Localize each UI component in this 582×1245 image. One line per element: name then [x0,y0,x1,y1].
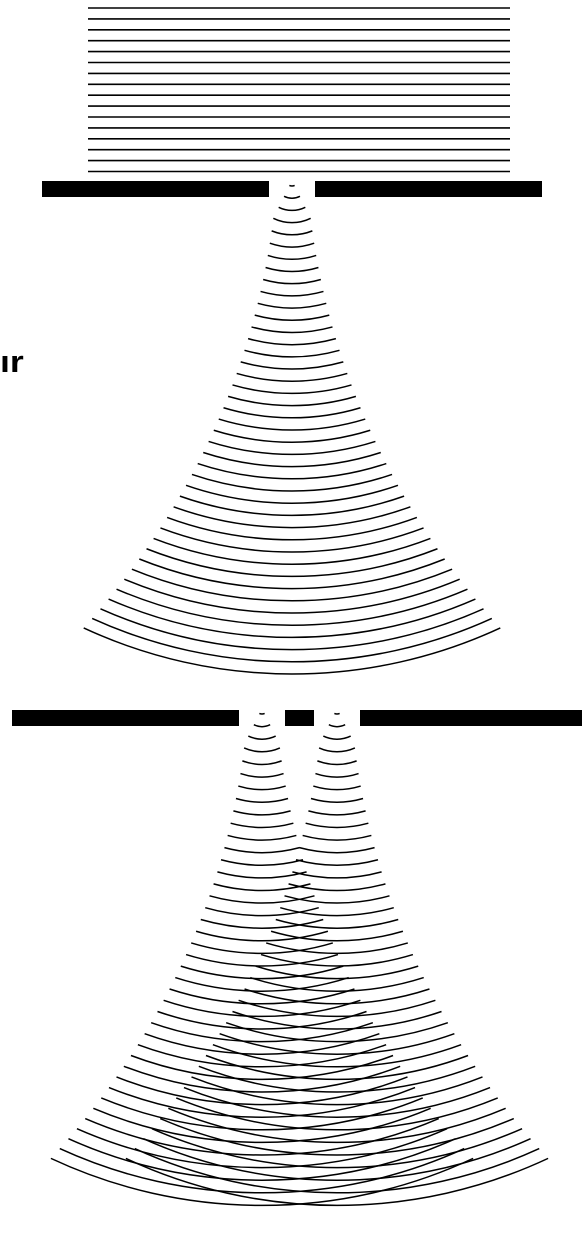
left-slit-wavefront-arc [214,884,311,891]
left-slit-wavefront-arc [244,748,280,752]
right-slit-wavefront-arc [315,774,358,777]
left-slit-wavefronts [51,713,473,1205]
left-slit-wavefront-arc [248,736,275,739]
left-slit-wavefront-arc [224,848,299,853]
single-slit-wavefront-arc [192,474,392,491]
barrier-two-left-segment [12,710,239,726]
right-slit-wavefront-arc [303,835,372,840]
single-slit-wavefront-arc [237,373,348,381]
right-slit-wavefront-arc [323,736,350,739]
single-slit-wavefront-arc [219,419,366,430]
right-slit-wavefront-arc [313,786,360,790]
single-slit-wavefront-arc [233,385,352,393]
left-slit-wavefront-arc [231,823,294,827]
right-slit-wavefront-arc [306,823,369,827]
right-slit-wavefronts [126,713,548,1205]
right-slit-wavefront-arc [329,725,345,727]
right-slit-wavefront-arc [334,713,339,714]
left-slit-wavefront-arc [242,761,281,765]
single-slit-wavefront-arc [272,231,313,235]
single-slit-wavefront-arc [252,327,333,332]
barrier-one-right-segment [315,181,542,197]
single-slit-wavefront-arc [241,362,344,369]
left-slit-wavefront-arc [259,713,264,714]
incident-plane-wavefronts [88,8,510,172]
right-slit-wavefront-arc [213,1045,461,1067]
left-slit-wavefront-arc [164,1000,361,1016]
single-slit-wavefront-arc [284,196,300,198]
right-slit-wavefront-arc [226,1023,448,1042]
single-slit-wavefront-arc [214,430,370,442]
right-slit-wavefront-arc [239,1000,436,1016]
left-slit-wavefront-arc [240,774,283,777]
left-slit-wavefront-arc [138,1045,386,1067]
single-slit-wavefront-arc [198,464,387,479]
right-slit-wavefront-arc [299,848,374,853]
single-slit-wavefront-arc [147,549,438,577]
right-slit-wavefront-arc [192,1077,483,1105]
single-slit-wavefront-arc [248,339,336,345]
single-slit-wavefront-arc [289,185,294,186]
single-slit-wavefront-arc [174,507,411,528]
single-slit-wavefront-arc [273,218,310,222]
single-slit-wavefront-arc [167,517,417,539]
single-slit-wavefront-arc [263,280,321,284]
single-slit-wavefront-arc [228,396,356,405]
right-slit-wavefront-arc [317,761,356,765]
single-slit-wavefront-arc [180,496,404,515]
barrier-two-center-segment [285,710,314,726]
left-slit-wavefront-arc [236,799,288,803]
single-slit-wavefront-arc [255,315,330,320]
left-slit-wavefront-arc [145,1034,380,1055]
left-slit-wavefront-arc [51,1158,473,1205]
right-slit-wavefront-arc [296,860,378,865]
single-slit-wavefront-arc [186,485,398,503]
double-slit-barrier [12,710,582,726]
barrier-one-left-segment [42,181,269,197]
left-slit-wavefront-arc [233,811,290,815]
left-slit-wavefront-arc [205,908,319,916]
right-slit-wavefront-arc [280,908,394,916]
single-slit-wavefront-arc [84,628,501,674]
right-slit-wavefront-arc [308,811,365,815]
single-slit-wavefront-arc [270,243,314,247]
left-slit-wavefront-arc [238,786,285,790]
left-slit-wavefront-arc [175,978,348,992]
single-slit-wavefront-arc [209,441,376,454]
right-slit-wavefront-arc [276,920,398,929]
edge-text-fragment: ır [0,346,24,377]
single-slit-wavefront-arc [139,559,444,589]
right-slit-wavefront-arc [289,884,386,891]
left-slit-wavefront-arc [201,920,323,929]
single-slit-wavefront-arc [261,291,324,295]
right-slit-wavefront-arc [285,896,390,903]
barrier-two-right-segment [360,710,582,726]
single-slit-wavefront-arc [132,569,452,601]
single-slit-wavefront-arc [258,303,327,308]
right-slit-wavefront-arc [250,978,423,992]
right-slit-wavefront-arc [311,799,363,803]
right-slit-wavefront-arc [319,748,355,752]
right-slit-wavefront-arc [261,955,413,966]
left-slit-wavefront-arc [228,835,297,840]
single-slit-wavefront-arc [279,207,306,210]
single-slit-barrier [42,181,542,197]
left-slit-wavefront-arc [221,860,303,865]
left-slit-wavefront-arc [186,955,338,966]
right-slit-wavefront-arc [126,1158,548,1205]
single-slit-wavefronts [84,185,501,674]
single-slit-wavefront-arc [268,255,316,259]
left-slit-wavefront-arc [151,1023,373,1042]
single-slit-wavefront-arc [266,268,319,272]
left-slit-wavefront-arc [254,725,270,727]
right-slit-wavefront-arc [220,1034,455,1055]
single-slit-wavefront-arc [244,350,339,357]
single-slit-wavefront-arc [224,408,361,418]
